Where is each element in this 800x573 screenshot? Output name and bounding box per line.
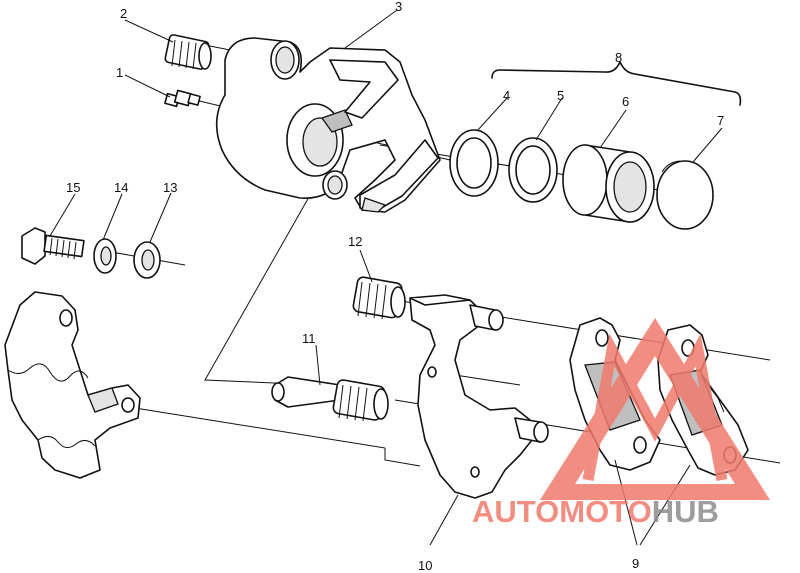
caliper-bracket-10: [409, 294, 549, 499]
callout-15: 15: [66, 180, 80, 195]
bleeder-screw: [164, 89, 201, 108]
mounting-bracket: [4, 291, 141, 479]
pin-boot-12: [352, 276, 406, 320]
callout-6: 6: [622, 94, 629, 109]
leader-lines: [49, 9, 723, 546]
lock-washer-14: [93, 238, 117, 274]
group-brace-8: [491, 61, 742, 106]
mounting-bolt-15: [21, 227, 85, 265]
watermark-triangle-logo: [540, 318, 770, 500]
piston-seal-4: [449, 129, 499, 197]
callout-12: 12: [348, 234, 362, 249]
svg-text:AUTOMOTOHUB: AUTOMOTOHUB: [472, 494, 719, 529]
piston-insulator-7: [656, 160, 714, 230]
callout-2: 2: [120, 6, 127, 21]
callout-1: 1: [116, 65, 123, 80]
callout-11: 11: [302, 331, 316, 346]
callout-labels: 1 2 3 4 5 6 7 8 9 10 11 12 13 14 15: [66, 0, 724, 573]
pin-boot-top: [164, 34, 212, 70]
callout-13: 13: [163, 180, 177, 195]
watermark-text-automoto: AUTOMOTO: [472, 494, 652, 529]
callout-4: 4: [503, 88, 510, 103]
watermark-m-mark: [582, 333, 728, 481]
callout-14: 14: [114, 180, 128, 195]
dust-seal-5: [508, 137, 558, 203]
callout-10: 10: [418, 558, 432, 573]
slide-pin-11: [271, 376, 389, 422]
callout-5: 5: [557, 88, 564, 103]
callout-9: 9: [632, 556, 639, 571]
callout-8: 8: [615, 50, 622, 65]
callout-7: 7: [717, 113, 724, 128]
automotohub-watermark: AUTOMOTOHUB: [472, 318, 770, 529]
watermark-text-hub: HUB: [652, 494, 719, 529]
flat-washer-13: [133, 241, 161, 279]
piston-6: [562, 144, 655, 223]
callout-3: 3: [395, 0, 402, 14]
caliper-body: [215, 37, 441, 213]
